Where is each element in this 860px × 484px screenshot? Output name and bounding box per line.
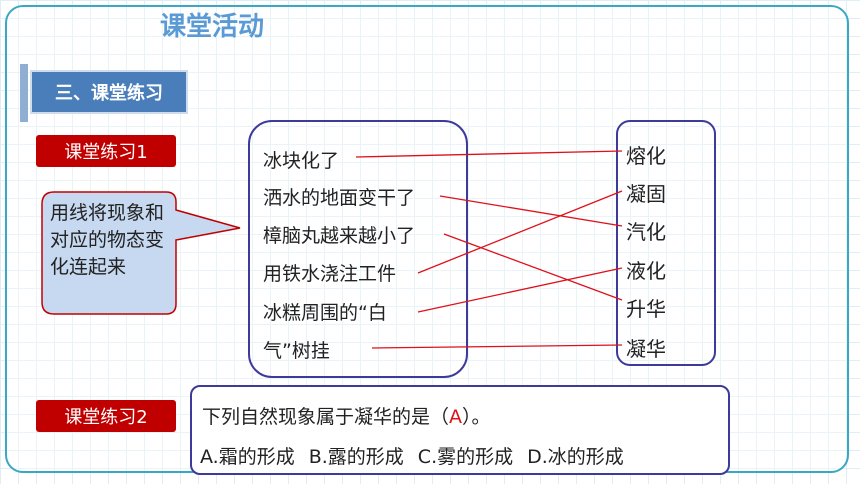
phenomenon-item: 樟脑丸越来越小了 [263, 225, 416, 247]
match-line [417, 267, 623, 313]
option-b: B.露的形成 [308, 446, 404, 468]
section-banner: 三、课堂练习 [30, 70, 188, 114]
changes-box [616, 120, 716, 366]
match-line [355, 150, 623, 158]
phenomenon-item: 用铁水浇注工件 [263, 263, 397, 285]
section-accent-bar [20, 64, 28, 122]
change-item: 凝固 [626, 182, 666, 206]
phenomenon-item: 洒水的地面变干了 [263, 187, 416, 209]
phenomenon-item: 气”树挂 [263, 340, 330, 362]
exercise2-label: 课堂练习2 [36, 400, 176, 432]
section-header: 三、课堂练习 [20, 64, 188, 122]
phenomena-box [248, 120, 468, 378]
question-options: A.霜的形成 B.露的形成 C.雾的形成 D.冰的形成 [200, 442, 638, 469]
question-answer: A [449, 406, 463, 428]
match-line [439, 195, 623, 227]
instruction-text: 用线将现象和对应的物态变化连起来 [50, 202, 165, 278]
phenomenon-item: 冰糕周围的“白 [263, 302, 387, 324]
option-a: A.霜的形成 [200, 446, 295, 468]
option-c: C.雾的形成 [417, 446, 514, 468]
question-stem: 下列自然现象属于凝华的是（ [202, 406, 450, 428]
change-item: 凝华 [626, 337, 666, 361]
exercise1-label: 课堂练习1 [36, 135, 176, 167]
change-item: 熔化 [626, 144, 666, 168]
option-d: D.冰的形成 [527, 446, 624, 468]
change-item: 升华 [626, 297, 666, 321]
match-line [417, 190, 623, 274]
match-line [371, 344, 623, 349]
phenomenon-item: 冰块化了 [263, 150, 340, 172]
change-item: 液化 [626, 259, 666, 283]
question-end: ）。 [462, 406, 491, 428]
change-item: 汽化 [626, 220, 666, 244]
page-title: 课堂活动 [160, 12, 265, 42]
match-line [443, 233, 623, 301]
question-box [190, 385, 730, 475]
question-text: 下列自然现象属于凝华的是（A）。 [202, 402, 491, 429]
